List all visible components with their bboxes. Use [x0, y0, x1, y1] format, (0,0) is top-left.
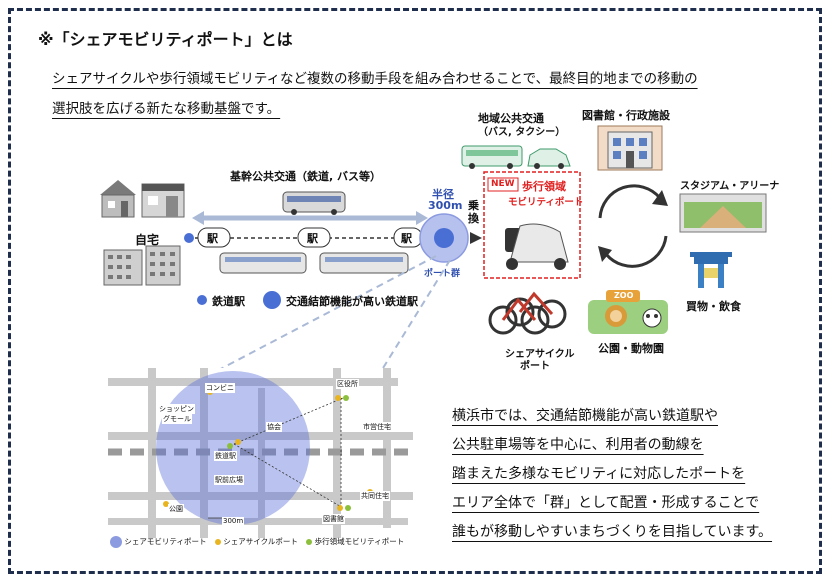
map-label-park: 公園	[168, 504, 184, 514]
transfer-arrow	[470, 232, 482, 244]
zoo-sign: ZOO	[614, 291, 634, 300]
radius-value: 300m	[428, 199, 463, 212]
side-text-line: 誰もが移動しやすいまちづくりを目指しています。	[452, 524, 773, 540]
walk-port-dot	[343, 395, 349, 401]
station-badge	[297, 227, 331, 248]
share-cycle-port-label: ポート	[520, 361, 550, 372]
local-bus-icon	[461, 145, 523, 169]
station-label: 駅	[307, 232, 318, 245]
map-label-distance: 300m	[222, 517, 245, 525]
map-label-city-housing: 市営住宅	[362, 422, 392, 432]
hub-station-dot	[434, 228, 454, 248]
share-cycle-icon	[488, 291, 567, 335]
legend-station-dot	[197, 295, 207, 305]
map-label-station: 鉄道駅	[214, 451, 237, 461]
walk-port-dot	[227, 443, 233, 449]
cycle-port-dot	[235, 439, 241, 445]
stadium-icon	[679, 193, 767, 233]
map-label-church: 協会	[266, 422, 282, 432]
legend-station-label: 鉄道駅	[212, 295, 245, 308]
map-label-mall-1: ショッピン	[158, 404, 195, 414]
side-description: 横浜市では、交通結節機能が高い鉄道駅や 公共駐車場等を中心に、利用者の動線を 踏…	[452, 402, 812, 547]
house-icon	[100, 180, 136, 218]
legend-share-port-label: シェアモビリティポート	[124, 537, 207, 546]
side-text-line: 横浜市では、交通結節機能が高い鉄道駅や	[452, 408, 718, 424]
new-badge-frame	[487, 177, 519, 192]
side-text-line: 踏まえた多様なモビリティに対応したポートを	[452, 466, 746, 482]
map-routes	[233, 397, 344, 509]
legend-cycle-port-label: シェアサイクルポート	[223, 537, 298, 546]
page-title: ※「シェアモビリティポート」とは	[38, 30, 293, 49]
intro-line-1: シェアサイクルや歩行領域モビリティなど複数の移動手段を組み合わせることで、最終目…	[52, 71, 698, 87]
shopping-gate-icon	[690, 252, 732, 288]
legend-share-port-swatch	[110, 536, 122, 548]
walk-mobility-icon	[505, 223, 569, 270]
park-label: 公園・動物園	[598, 342, 664, 355]
stadium-label: スタジアム・アリーナ	[680, 181, 780, 192]
cycle-port-dot	[163, 501, 169, 507]
legend-cycle-port-swatch	[214, 539, 221, 545]
station-label: 駅	[401, 232, 412, 245]
cycle-arrows-icon	[598, 184, 668, 268]
station-dot	[184, 233, 194, 243]
mobility-title: 歩行領域	[522, 180, 566, 193]
map-port-circle	[156, 371, 310, 525]
trunk-transit-label: 基幹公共交通（鉄道, バス等）	[230, 170, 382, 183]
dashed-frame	[8, 8, 822, 574]
train-icon	[219, 252, 409, 274]
cycle-port-dot	[335, 395, 341, 401]
new-badge: NEW	[491, 179, 515, 189]
library-building-icon	[597, 125, 663, 171]
radius-label: 半径	[432, 188, 454, 201]
mobility-sub: モビリティポート	[508, 197, 584, 208]
legend-hub-label: 交通結節機能が高い鉄道駅	[286, 295, 418, 308]
area-map	[108, 368, 418, 558]
station-label: 駅	[207, 232, 218, 245]
shopping-label: 買物・飲食	[686, 300, 741, 313]
connector-line	[189, 255, 437, 386]
local-transit-label: 地域公共交通	[478, 112, 544, 125]
taxi-icon	[527, 148, 571, 169]
intro-text: シェアサイクルや歩行領域モビリティなど複数の移動手段を組み合わせることで、最終目…	[52, 64, 792, 124]
map-label-library: 図書館	[322, 514, 345, 524]
intro-line-2: 選択肢を広げる新たな移動基盤です。	[52, 101, 281, 117]
local-transit-sub: （バス, タクシー）	[478, 127, 566, 138]
map-label-ward-office: 区役所	[336, 379, 359, 389]
trunk-double-arrow	[192, 211, 428, 225]
home-label: 自宅	[135, 233, 160, 247]
map-label-station-square: 駅前広場	[214, 475, 244, 485]
side-text-line: エリア全体で「群」として配置・形成することで	[452, 495, 760, 511]
share-cycle-label: シェアサイクル	[505, 349, 575, 360]
map-label-convenience: コンビニ	[205, 383, 235, 393]
shop-house-icon	[141, 183, 185, 218]
library-label: 図書館・行政施設	[582, 109, 670, 122]
legend-walk-port-label: 歩行領域モビリティポート	[314, 537, 405, 546]
map-label-mall-2: グモール	[162, 414, 192, 424]
apartment-icon	[103, 245, 181, 286]
transfer-label: 乗換	[468, 199, 479, 225]
map-label-public-housing: 共同住宅	[360, 491, 390, 501]
walk-port-dot	[345, 505, 351, 511]
port-group-label: ポート群	[424, 269, 461, 279]
legend-hub-dot	[263, 291, 281, 309]
cycle-port-dot	[337, 505, 343, 511]
zoo-icon	[588, 290, 668, 334]
legend-walk-port-swatch	[306, 539, 313, 545]
station-badge	[197, 227, 231, 248]
bus-icon	[282, 191, 346, 215]
side-text-line: 公共駐車場等を中心に、利用者の動線を	[452, 437, 704, 453]
map-legend: シェアモビリティポート シェアサイクルポート 歩行領域モビリティポート	[110, 536, 420, 556]
